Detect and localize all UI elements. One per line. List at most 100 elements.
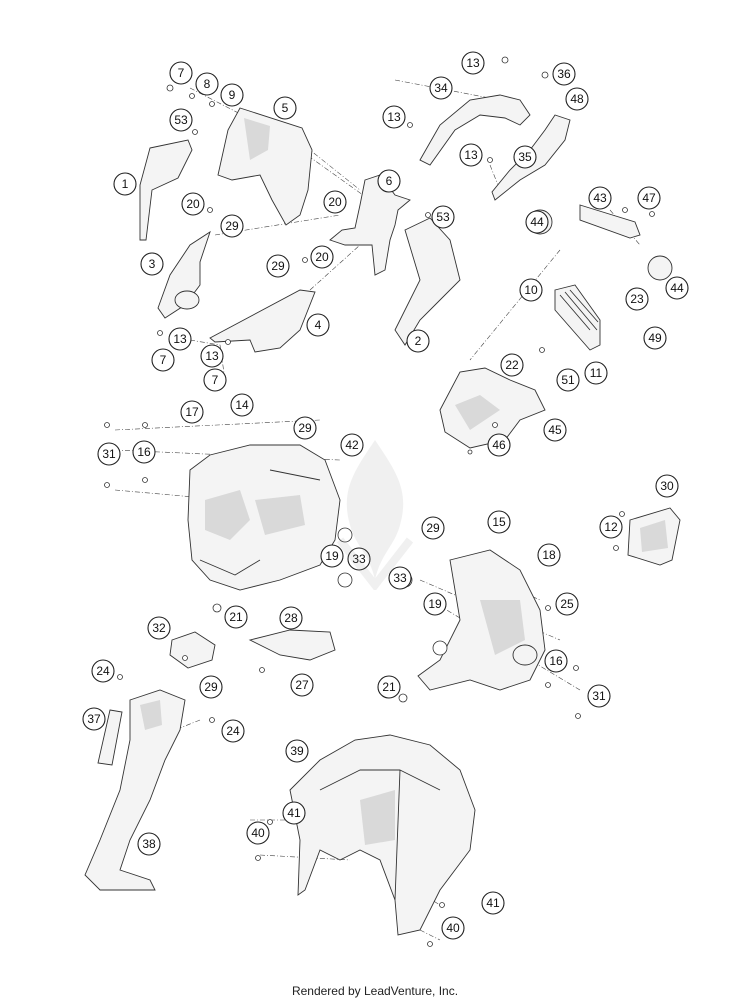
part-bracket-28 bbox=[248, 629, 336, 661]
callout-8: 8 bbox=[195, 72, 219, 96]
callout-number: 7 bbox=[212, 373, 219, 387]
part-tail-unit-45 bbox=[439, 367, 546, 449]
callout-7: 7 bbox=[169, 61, 193, 85]
callout-25: 25 bbox=[555, 592, 579, 616]
callout-23: 23 bbox=[625, 287, 649, 311]
callout-13: 13 bbox=[168, 327, 192, 351]
callout-40: 40 bbox=[441, 916, 465, 940]
callout-13: 13 bbox=[461, 51, 485, 75]
callout-29: 29 bbox=[293, 416, 317, 440]
callout-number: 53 bbox=[436, 210, 450, 224]
callout-number: 12 bbox=[604, 520, 618, 534]
part-windscreen bbox=[217, 107, 313, 226]
callout-number: 40 bbox=[446, 921, 460, 935]
callout-number: 44 bbox=[670, 281, 684, 295]
callout-36: 36 bbox=[552, 62, 576, 86]
callout-circle bbox=[599, 515, 623, 539]
callout-number: 20 bbox=[315, 250, 329, 264]
callout-circle bbox=[282, 801, 306, 825]
callout-number: 22 bbox=[505, 358, 519, 372]
callout-number: 19 bbox=[428, 597, 442, 611]
callout-1: 1 bbox=[113, 172, 137, 196]
callout-29: 29 bbox=[421, 516, 445, 540]
callout-circle bbox=[97, 442, 121, 466]
callout-circle bbox=[625, 287, 649, 311]
callout-circle bbox=[151, 348, 175, 372]
callout-53: 53 bbox=[169, 108, 193, 132]
callout-31: 31 bbox=[97, 442, 121, 466]
callout-circle bbox=[587, 684, 611, 708]
callout-circle bbox=[199, 675, 223, 699]
callout-number: 18 bbox=[542, 548, 556, 562]
callout-13: 13 bbox=[200, 344, 224, 368]
callout-circle bbox=[544, 649, 568, 673]
callout-number: 29 bbox=[225, 219, 239, 233]
callout-circle bbox=[290, 673, 314, 697]
callout-number: 9 bbox=[229, 88, 236, 102]
callout-number: 46 bbox=[492, 438, 506, 452]
callout-circle bbox=[82, 707, 106, 731]
callout-4: 4 bbox=[306, 313, 330, 337]
callout-circle bbox=[388, 566, 412, 590]
callout-5: 5 bbox=[273, 96, 297, 120]
callout-11: 11 bbox=[584, 361, 608, 385]
callout-circle bbox=[665, 276, 689, 300]
callout-number: 33 bbox=[393, 571, 407, 585]
callout-circle bbox=[279, 606, 303, 630]
callout-circle bbox=[637, 186, 661, 210]
callout-number: 51 bbox=[561, 373, 575, 387]
callout-number: 31 bbox=[592, 689, 606, 703]
callout-circle bbox=[513, 145, 537, 169]
callout-29: 29 bbox=[199, 675, 223, 699]
callout-28: 28 bbox=[279, 606, 303, 630]
callout-circle bbox=[320, 544, 344, 568]
callout-number: 1 bbox=[122, 177, 129, 191]
callout-19: 19 bbox=[320, 544, 344, 568]
callout-number: 42 bbox=[345, 438, 359, 452]
callout-circle bbox=[221, 719, 245, 743]
callout-number: 32 bbox=[152, 621, 166, 635]
callout-number: 28 bbox=[284, 611, 298, 625]
callout-17: 17 bbox=[180, 400, 204, 424]
callout-number: 21 bbox=[229, 610, 243, 624]
callout-41: 41 bbox=[481, 891, 505, 915]
callout-number: 8 bbox=[204, 77, 211, 91]
callout-16: 16 bbox=[132, 440, 156, 464]
callout-circle bbox=[200, 344, 224, 368]
part-bracket-6 bbox=[329, 174, 411, 276]
callout-13: 13 bbox=[459, 143, 483, 167]
callout-circle bbox=[459, 143, 483, 167]
callout-number: 13 bbox=[205, 349, 219, 363]
callout-number: 10 bbox=[524, 283, 538, 297]
callout-circle bbox=[91, 659, 115, 683]
callout-circle bbox=[195, 72, 219, 96]
callout-37: 37 bbox=[82, 707, 106, 731]
callout-circle bbox=[347, 547, 371, 571]
part-fairing-2 bbox=[394, 217, 461, 346]
callout-circle bbox=[169, 108, 193, 132]
callout-circle bbox=[382, 105, 406, 129]
callout-circle bbox=[584, 361, 608, 385]
callout-number: 23 bbox=[630, 292, 644, 306]
callout-number: 41 bbox=[486, 896, 500, 910]
callout-number: 16 bbox=[549, 654, 563, 668]
callout-32: 32 bbox=[147, 616, 171, 640]
callout-number: 45 bbox=[548, 423, 562, 437]
callout-circle bbox=[500, 353, 524, 377]
callout-44: 44 bbox=[525, 210, 549, 234]
part-front-fairing-right bbox=[417, 549, 546, 691]
callout-circle bbox=[169, 61, 193, 85]
callout-18: 18 bbox=[537, 543, 561, 567]
callout-number: 7 bbox=[160, 353, 167, 367]
callout-number: 44 bbox=[530, 215, 544, 229]
part-strip-37 bbox=[97, 709, 123, 766]
callout-number: 15 bbox=[492, 515, 506, 529]
callout-circle bbox=[132, 440, 156, 464]
callout-33: 33 bbox=[388, 566, 412, 590]
callout-number: 41 bbox=[287, 806, 301, 820]
callout-53: 53 bbox=[431, 205, 455, 229]
callout-number: 48 bbox=[570, 92, 584, 106]
callout-circle bbox=[285, 739, 309, 763]
callout-circle bbox=[556, 368, 580, 392]
